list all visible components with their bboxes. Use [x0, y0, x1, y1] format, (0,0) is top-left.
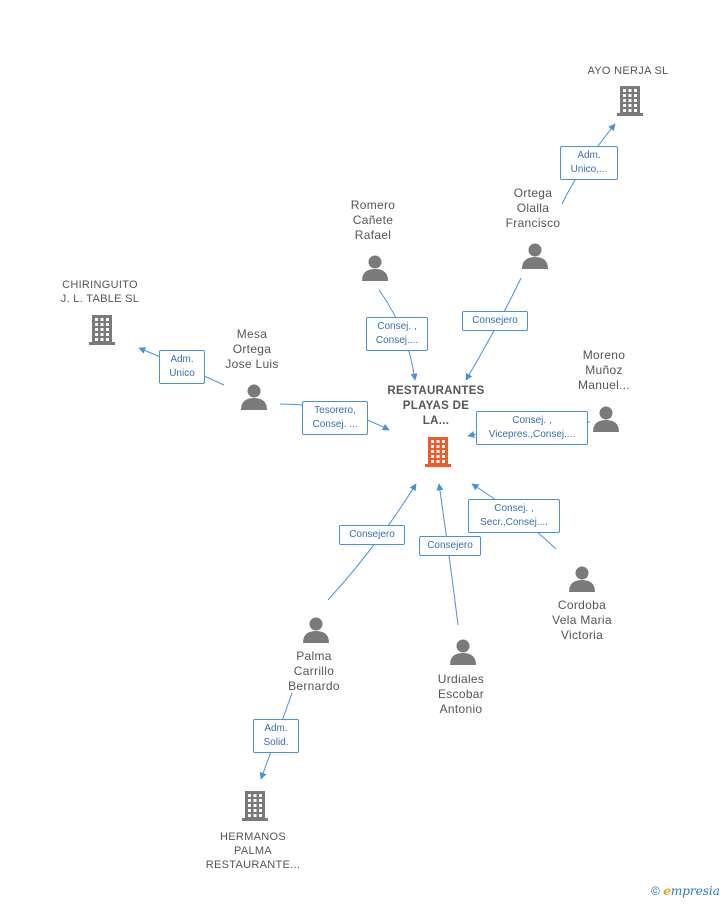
brand-footer: © empresia: [651, 884, 720, 898]
person-icon-mesa[interactable]: [241, 384, 267, 411]
relation-label-mesa-chiringuito[interactable]: Adm.Unico: [159, 350, 205, 384]
copyright-icon: ©: [651, 884, 660, 898]
relation-label-romero-center[interactable]: Consej. ,Consej....: [366, 317, 428, 351]
person-icon-palma[interactable]: [303, 617, 329, 644]
person-icon-romero[interactable]: [362, 255, 388, 282]
building-icon-center[interactable]: [425, 437, 451, 467]
relation-label-urdiales-center[interactable]: Consejero: [419, 536, 481, 556]
brand-logo: empresia: [663, 884, 720, 898]
person-icon-moreno[interactable]: [593, 406, 619, 433]
building-icon-ayo[interactable]: [617, 86, 643, 116]
person-icon-cordoba[interactable]: [569, 566, 595, 593]
person-icon-ortega[interactable]: [522, 243, 548, 270]
relation-label-palma-hermanos[interactable]: Adm.Solid.: [253, 719, 299, 753]
relation-label-ortega-ayo[interactable]: Adm.Unico,...: [560, 146, 618, 180]
node-label-ayo[interactable]: AYO NERJA SL: [587, 65, 669, 77]
relation-label-palma-center[interactable]: Consejero: [339, 525, 405, 545]
relation-label-ortega-center[interactable]: Consejero: [462, 311, 528, 331]
building-icon-hermanos[interactable]: [242, 791, 268, 821]
relation-label-mesa-center[interactable]: Tesorero,Consej. ...: [302, 401, 368, 435]
relation-label-cordoba-center[interactable]: Consej. ,Secr.,Consej....: [468, 499, 560, 533]
person-icon-urdiales[interactable]: [450, 639, 476, 666]
relation-label-moreno-center[interactable]: Consej. ,Vicepres.,Consej....: [476, 411, 588, 445]
edge-urdiales-center: [436, 483, 459, 626]
building-icon-chiringuito[interactable]: [89, 315, 115, 345]
